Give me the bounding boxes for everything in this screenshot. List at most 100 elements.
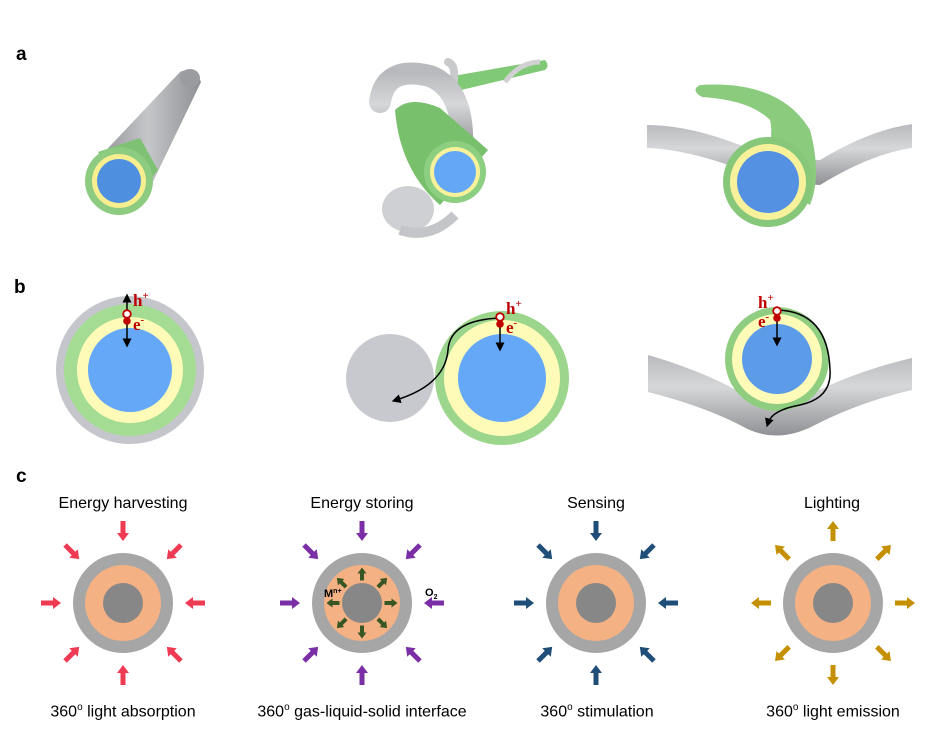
c-caption-sensing: 360o stimulation: [467, 702, 727, 721]
inward-arrow-icon: [590, 665, 602, 685]
gray-bent-tube: [647, 124, 912, 185]
panel-c-diagrams: [41, 521, 915, 685]
c-title-sensing: Sensing: [567, 495, 625, 512]
gray-core: [103, 583, 143, 623]
inward-arrow-icon: [514, 597, 534, 609]
inward-arrow-icon: [356, 521, 368, 541]
ion-outward-arrow-icon: [336, 577, 348, 589]
fiber-cross-section-0: [41, 521, 205, 685]
inward-arrow-icon: [117, 521, 129, 541]
hole-transfer-arrow: [765, 309, 831, 428]
electron-label: e-: [133, 314, 145, 334]
c-title-energy-storing: Energy storing: [310, 495, 414, 512]
panel-b-cross-section-1: [56, 293, 204, 444]
hole-marker: [122, 309, 132, 319]
fiber-cross-section-1: [280, 521, 444, 685]
gray-wrap-loop: [369, 62, 474, 161]
caption-number: 360: [540, 703, 568, 721]
gray-wrap-bottom: [398, 211, 459, 238]
caption-number: 360: [257, 703, 285, 721]
ion-outward-arrow-icon: [326, 598, 340, 608]
degree-mark: o: [77, 702, 83, 713]
outward-arrow-icon: [775, 645, 791, 661]
outward-arrow-icon: [875, 645, 891, 661]
electron-label: e-: [758, 311, 770, 331]
blue-core: [458, 334, 546, 422]
inward-arrow-icon: [302, 543, 319, 560]
inward-arrow-icon: [658, 597, 678, 609]
outward-arrow-icon: [775, 545, 791, 561]
caption-text: gas-liquid-solid interface: [289, 703, 467, 721]
ion-outward-arrow-icon: [376, 617, 388, 629]
fiber-cross-section-3: [751, 521, 915, 685]
outward-arrow-icon: [827, 665, 839, 685]
panel-label-c: c: [16, 466, 27, 487]
electron-marker: [773, 314, 781, 322]
inward-arrow-icon: [185, 597, 205, 609]
gray-core: [576, 583, 616, 623]
inward-arrow-icon: [639, 646, 656, 663]
inward-arrow-icon: [424, 597, 444, 609]
inward-arrow-icon: [117, 665, 129, 685]
inward-arrow-icon: [166, 646, 183, 663]
ion-outward-arrow-icon: [357, 625, 367, 639]
electron-label: e-: [506, 317, 518, 337]
electron-marker: [496, 320, 504, 328]
caption-text: stimulation: [572, 703, 654, 721]
fiber-cross-section-2: [514, 521, 678, 685]
ion-outward-arrow-icon: [336, 617, 348, 629]
degree-mark: o: [567, 702, 573, 713]
blue-core: [737, 151, 799, 213]
gray-wrap-bottom-disc: [382, 186, 434, 232]
caption-number: 360: [766, 703, 793, 721]
inward-arrow-icon: [302, 646, 319, 663]
hole-label: h+: [133, 290, 149, 310]
ion-outward-arrow-icon: [376, 577, 388, 589]
hole-label: h+: [506, 298, 522, 318]
inward-arrow-icon: [590, 521, 602, 541]
ion-label: Mn+: [324, 588, 342, 600]
ion-outward-arrow-icon: [357, 567, 367, 581]
inward-arrow-icon: [356, 665, 368, 685]
gray-core: [342, 583, 382, 623]
gray-fiber-tip: [180, 69, 200, 87]
hole-marker: [772, 306, 782, 316]
panel-b-cross-section-2: [346, 311, 569, 445]
outward-arrow-icon: [875, 545, 891, 561]
gray-neighbor-fiber: [346, 334, 434, 422]
panel-label-a: a: [16, 44, 27, 65]
blue-core: [97, 159, 141, 203]
hole-label: h+: [758, 292, 774, 312]
c-caption-energy-harvesting: 360o light absorption: [0, 702, 253, 721]
inward-arrow-icon: [63, 646, 80, 663]
degree-mark: o: [284, 702, 290, 713]
c-caption-energy-storing: 360o gas-liquid-solid interface: [232, 702, 492, 721]
inward-arrow-icon: [63, 543, 80, 560]
c-caption-lighting: 360o light emission: [703, 702, 925, 721]
inward-arrow-icon: [639, 543, 656, 560]
oxygen-label: O2: [425, 587, 438, 601]
c-title-lighting: Lighting: [803, 495, 861, 512]
caption-number: 360: [50, 703, 78, 721]
c-title-energy-harvesting: Energy harvesting: [58, 495, 188, 512]
gray-core: [813, 583, 853, 623]
inward-arrow-icon: [41, 597, 61, 609]
outward-arrow-icon: [895, 597, 915, 609]
panel-a-fiber-straight: [85, 69, 201, 215]
inward-arrow-icon: [166, 543, 183, 560]
panel-a-fiber-bent: [647, 84, 912, 227]
gray-bent-tube: [648, 355, 912, 436]
panel-a-fiber-wrapped: [369, 58, 548, 238]
inward-arrow-icon: [405, 646, 422, 663]
blue-core: [434, 151, 476, 193]
outward-arrow-icon: [827, 521, 839, 541]
hole-marker: [495, 312, 505, 322]
degree-mark: o: [792, 702, 799, 713]
gray-wrap-tail: [503, 59, 541, 84]
blue-core: [742, 324, 812, 394]
caption-text: light emission: [798, 703, 900, 721]
outward-arrow-icon: [751, 597, 771, 609]
blue-core: [88, 328, 172, 412]
electron-marker: [123, 317, 131, 325]
